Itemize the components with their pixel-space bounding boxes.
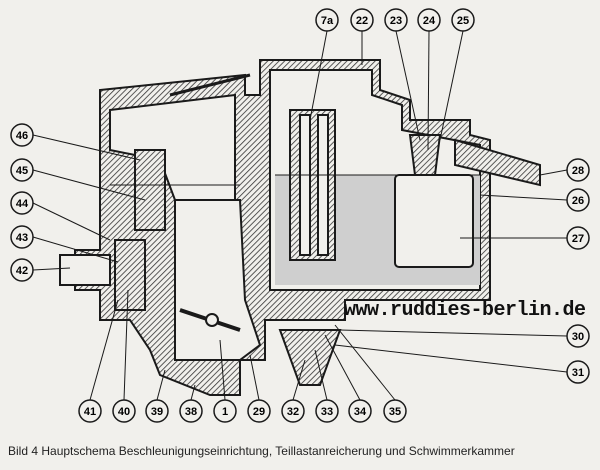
callout-7a: 7a	[315, 8, 339, 32]
callout-23: 23	[384, 8, 408, 32]
leader-line-46	[32, 134, 141, 161]
leader-line-39	[156, 369, 166, 401]
callout-number: 22	[356, 15, 368, 27]
callout-number: 1	[222, 406, 228, 418]
callout-number: 28	[572, 165, 584, 177]
leader-line-28	[539, 169, 568, 176]
callout-27: 27	[566, 226, 590, 250]
callout-number: 44	[16, 198, 29, 210]
callout-46: 46	[10, 123, 34, 147]
callout-number: 24	[423, 15, 436, 27]
watermark: www.ruddies-berlin.de	[344, 299, 586, 322]
leader-line-30	[339, 329, 568, 337]
leader-line-7a	[309, 30, 328, 121]
callout-number: 7a	[321, 15, 334, 27]
leader-line-35	[334, 324, 396, 401]
callout-34: 34	[348, 399, 372, 423]
callout-33: 33	[315, 399, 339, 423]
leader-line-44	[32, 202, 111, 241]
callout-24: 24	[417, 8, 441, 32]
callout-45: 45	[10, 158, 34, 182]
leader-line-41	[89, 299, 119, 401]
callout-number: 35	[389, 406, 401, 418]
callout-number: 38	[185, 406, 197, 418]
callout-number: 23	[390, 15, 402, 27]
callout-number: 26	[572, 195, 584, 207]
leader-line-33	[314, 349, 328, 401]
callout-30: 30	[566, 324, 590, 348]
callout-28: 28	[566, 158, 590, 182]
callout-number: 41	[84, 406, 96, 418]
callout-number: 33	[321, 406, 333, 418]
leader-line-42	[32, 267, 71, 271]
callout-number: 40	[118, 406, 130, 418]
callout-number: 34	[354, 406, 367, 418]
leader-line-29	[249, 354, 260, 401]
callout-number: 27	[572, 233, 584, 245]
callout-number: 45	[16, 165, 28, 177]
callout-35: 35	[383, 399, 407, 423]
callout-31: 31	[566, 360, 590, 384]
callout-38: 38	[179, 399, 203, 423]
leader-line-1	[219, 339, 226, 401]
callout-43: 43	[10, 225, 34, 249]
callout-29: 29	[247, 399, 271, 423]
leader-line-25	[439, 30, 464, 141]
leader-line-40	[123, 289, 129, 401]
leader-line-26	[479, 194, 568, 201]
callout-44: 44	[10, 191, 34, 215]
leader-line-45	[32, 169, 146, 201]
callout-number: 39	[151, 406, 163, 418]
callout-42: 42	[10, 258, 34, 282]
leader-line-38	[190, 384, 196, 401]
leader-line-32	[292, 359, 306, 401]
callout-number: 25	[457, 15, 469, 27]
callout-number: 43	[16, 232, 28, 244]
leader-line-43	[32, 236, 119, 263]
callout-26: 26	[566, 188, 590, 212]
callout-number: 32	[287, 406, 299, 418]
leader-line-23	[395, 30, 421, 141]
callout-25: 25	[451, 8, 475, 32]
carburetor-body	[59, 59, 541, 396]
callout-number: 42	[16, 265, 28, 277]
callouts: 7a 22 23 24 25 46 45 44 43 42 28 26 27 30 31 41 40 39 38 1 2…	[10, 8, 590, 423]
leader-line-34	[324, 334, 361, 401]
callout-number: 46	[16, 130, 28, 142]
callout-number: 31	[572, 367, 584, 379]
callout-number: 30	[572, 331, 584, 343]
callout-1: 1	[213, 399, 237, 423]
callout-32: 32	[281, 399, 305, 423]
callout-40: 40	[112, 399, 136, 423]
callout-39: 39	[145, 399, 169, 423]
leader-lines	[32, 30, 568, 401]
callout-41: 41	[78, 399, 102, 423]
callout-number: 29	[253, 406, 265, 418]
leader-line-24	[427, 30, 430, 151]
figure-caption: Bild 4 Hauptschema Beschleunigungseinric…	[8, 444, 515, 458]
leader-line-31	[334, 344, 568, 373]
callout-22: 22	[350, 8, 374, 32]
